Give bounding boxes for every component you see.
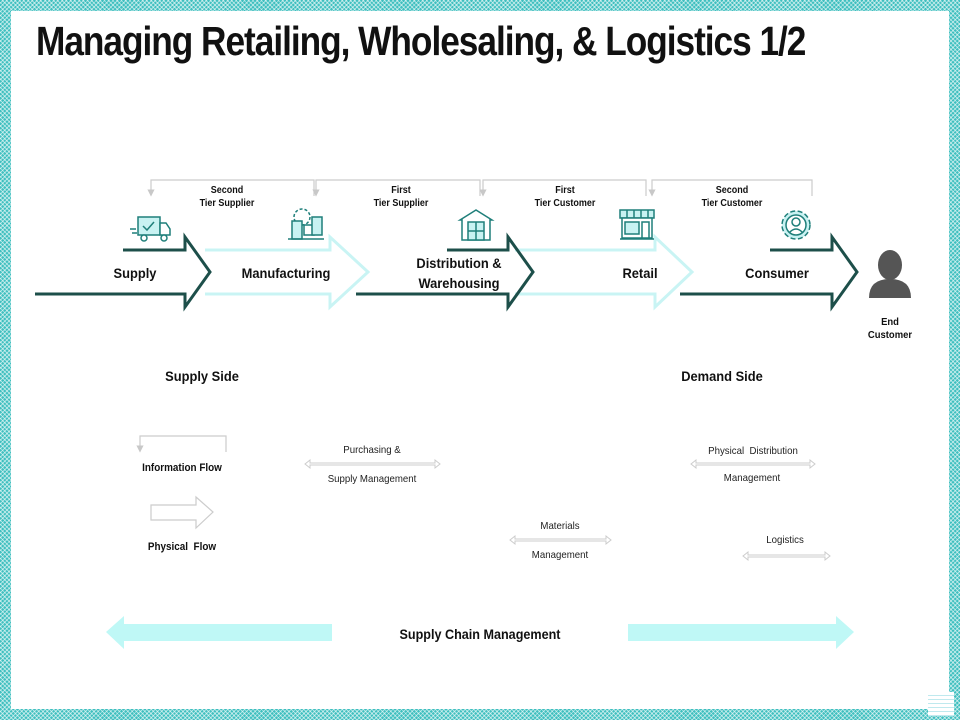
stage-arrow-supply xyxy=(35,232,212,312)
tier-line: First xyxy=(555,185,575,196)
end-customer-line: End xyxy=(881,316,899,328)
connector-first-tier-customer xyxy=(479,179,647,197)
tier-line: Tier Supplier xyxy=(199,198,255,209)
management-double-arrows xyxy=(304,458,831,562)
stage-label-distribution: Distribution & Warehousing xyxy=(405,253,514,293)
factory-gear-icon xyxy=(288,208,324,240)
stage-label-retail: Retail xyxy=(622,265,658,281)
tier-connectors xyxy=(147,179,813,197)
connector-second-tier-customer xyxy=(648,179,813,197)
corner-decoration xyxy=(928,692,954,716)
scm-right-arrow xyxy=(628,616,854,649)
materials-label-bottom: Management xyxy=(531,549,589,561)
stage-label-supply: Supply xyxy=(113,265,157,281)
physical-flow-label: Physical Flow xyxy=(147,541,217,553)
logistics-double-arrow xyxy=(742,550,831,562)
purchasing-label-top: Purchasing & xyxy=(343,444,401,456)
end-customer-line: Customer xyxy=(867,329,913,341)
tier-label-first-customer: First Tier Customer xyxy=(530,184,600,210)
tier-line: Tier Customer xyxy=(534,198,596,209)
purchasing-double-arrow xyxy=(304,458,441,470)
information-flow-label: Information Flow xyxy=(142,462,222,474)
materials-double-arrow xyxy=(509,534,612,546)
person-icon xyxy=(869,250,911,298)
connector-first-tier-supplier xyxy=(312,179,481,197)
tier-line: Second xyxy=(715,185,749,196)
tier-label-first-supplier: First Tier Supplier xyxy=(368,184,435,210)
tier-line: Tier Customer xyxy=(701,198,763,209)
stage-label-line: Distribution & xyxy=(416,255,502,271)
demand-side-label: Demand Side xyxy=(681,368,763,384)
stage-arrow-manufacturing xyxy=(205,233,371,311)
materials-label-top: Materials xyxy=(540,520,580,532)
tier-label-second-customer: Second Tier Customer xyxy=(697,184,767,210)
supply-chain-management-label: Supply Chain Management xyxy=(399,626,561,642)
stage-label-line: Warehousing xyxy=(418,275,500,291)
stage-label-manufacturing: Manufacturing xyxy=(241,265,331,281)
scm-left-arrow xyxy=(106,616,332,649)
stage-arrows xyxy=(35,232,859,312)
tier-label-second-supplier: Second Tier Supplier xyxy=(194,184,261,210)
purchasing-label-bottom: Supply Management xyxy=(327,473,417,485)
tier-line: First xyxy=(391,185,411,196)
physical-distribution-double-arrow xyxy=(690,458,816,470)
information-flow-legend-icon xyxy=(136,435,227,453)
stage-arrow-distribution xyxy=(356,232,535,312)
tier-line: Tier Supplier xyxy=(373,198,429,209)
logistics-label: Logistics xyxy=(766,534,804,546)
warehouse-icon xyxy=(457,209,495,241)
connector-second-tier-supplier xyxy=(147,179,315,197)
stage-label-consumer: Consumer xyxy=(745,265,809,281)
stage-arrow-retail xyxy=(515,233,695,311)
store-cart-icon xyxy=(619,209,655,240)
stage-arrow-consumer xyxy=(680,232,859,312)
page-title: Managing Retailing, Wholesaling, & Logis… xyxy=(36,18,806,64)
physical-distribution-label-bottom: Management xyxy=(723,472,781,484)
delivery-truck-icon xyxy=(130,216,171,242)
tier-line: Second xyxy=(210,185,244,196)
supply-side-label: Supply Side xyxy=(165,368,239,384)
end-customer-label: End Customer xyxy=(859,316,922,342)
physical-flow-legend-icon xyxy=(150,495,214,530)
physical-distribution-label-top: Physical Distribution xyxy=(708,445,798,457)
user-gear-icon xyxy=(781,210,811,240)
